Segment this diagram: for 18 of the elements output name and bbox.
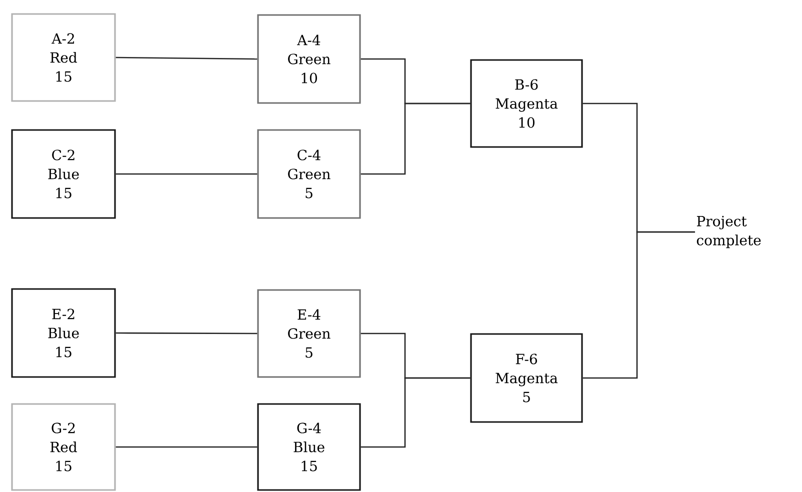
connector-line <box>582 231 696 379</box>
task-box: B-6 Magenta 10 <box>470 59 583 148</box>
connector-line <box>360 102 470 175</box>
task-box: C-4 Green 5 <box>257 129 361 219</box>
end-label: Project complete <box>696 216 761 248</box>
connector-line <box>116 332 258 334</box>
task-box: A-4 Green 10 <box>257 14 361 104</box>
task-box: E-2 Blue 15 <box>11 288 116 378</box>
task-box: G-2 Red 15 <box>11 403 116 491</box>
task-box: C-2 Blue 15 <box>11 129 116 219</box>
task-box: E-4 Green 5 <box>257 289 361 378</box>
task-box: A-2 Red 15 <box>11 13 116 102</box>
connector-line <box>116 173 258 175</box>
task-box: F-6 Magenta 5 <box>470 333 583 423</box>
connector-line <box>116 446 258 448</box>
connector-line <box>116 56 258 60</box>
task-box: G-4 Blue 15 <box>257 403 361 491</box>
connector-line <box>360 377 470 448</box>
